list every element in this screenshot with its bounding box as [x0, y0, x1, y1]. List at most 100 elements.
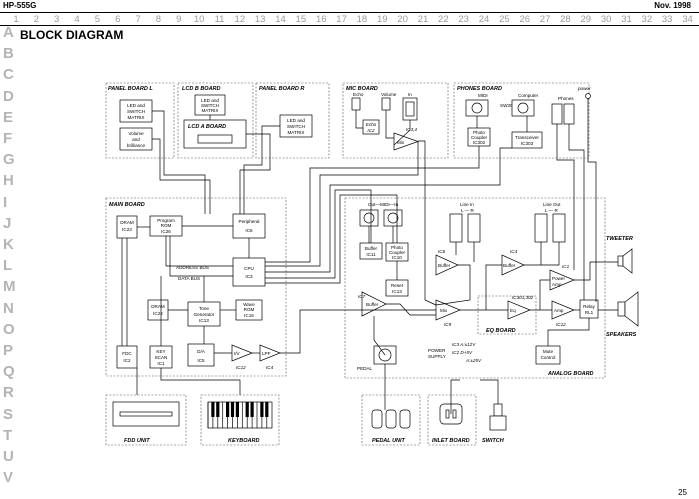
row-letter: V	[3, 469, 14, 487]
column-number: 8	[155, 14, 162, 25]
row-letter: U	[3, 448, 14, 465]
mic-mix-amp: Mix IC3,4	[393, 127, 420, 151]
mic-echo-label: Echo	[353, 92, 364, 97]
date: Nov. 1998	[654, 1, 691, 10]
column-number: 20	[397, 14, 408, 25]
midi-in-port-icon	[383, 209, 403, 227]
svg-text:IC12: IC12	[556, 322, 566, 327]
svg-text:I/V: I/V	[234, 351, 241, 356]
echo-knob-icon	[351, 97, 361, 118]
black-key	[265, 402, 269, 417]
column-number: 16	[315, 14, 327, 25]
svg-text:Power: Power	[552, 276, 565, 281]
midi-port-icon	[465, 99, 489, 117]
column-number: 32	[641, 14, 653, 25]
column-number: 5	[94, 14, 101, 25]
column-number: 4	[74, 14, 80, 25]
amp-ic12-amp: Amp IC12	[551, 300, 575, 327]
main-board-outline	[105, 197, 287, 377]
column-number: 13	[254, 14, 266, 25]
pedal-label: PEDAL	[357, 366, 373, 371]
black-key	[250, 402, 254, 417]
header-rule	[0, 12, 699, 13]
power-label: power	[578, 86, 591, 91]
black-key	[216, 402, 220, 417]
phones-board-label: PHONES BOARD	[457, 86, 502, 92]
power-amp-ic1: Power Amp IC1	[549, 264, 575, 291]
fdd-unit-outline	[105, 394, 187, 446]
row-letter: H	[3, 172, 14, 190]
svg-text:IC4: IC4	[266, 365, 274, 370]
panel-board-l-label: PANEL BOARD L	[108, 86, 153, 92]
mic-in-label: In	[408, 92, 412, 97]
column-number: 17	[336, 14, 347, 25]
speakers-label: SPEAKERS	[606, 332, 637, 338]
svg-text:Amp: Amp	[552, 282, 562, 287]
black-key	[245, 402, 249, 417]
line-out-label: Line Out	[543, 202, 561, 207]
svg-text:IC12: IC12	[236, 365, 246, 370]
column-number: 1	[13, 14, 19, 25]
inlet-board-label: INLET BOARD	[432, 438, 470, 444]
row-letter: K	[3, 236, 14, 253]
row-letter: E	[3, 108, 14, 126]
svg-text:Eq: Eq	[510, 308, 516, 313]
row-letter: C	[3, 66, 14, 84]
column-number: 21	[417, 14, 429, 25]
column-number: 31	[621, 14, 632, 25]
phones-jack-icon	[551, 103, 575, 125]
column-number: 18	[356, 14, 368, 25]
column-rule	[0, 25, 699, 26]
power-led-icon	[585, 93, 591, 110]
eq-amp: Eq IC301,302	[507, 295, 534, 320]
column-number: 3	[54, 14, 60, 25]
row-letter: J	[3, 214, 12, 232]
column-number: 11	[214, 14, 225, 25]
column-number: 24	[478, 14, 490, 25]
eq-board-block: EQ BOARD	[477, 295, 537, 335]
panel-board-r-outline	[255, 82, 330, 159]
main-board-label: MAIN BOARD	[109, 202, 145, 208]
column-number: 26	[519, 14, 531, 25]
column-number: 27	[539, 14, 551, 25]
column-number: 12	[234, 14, 246, 25]
row-letter: M	[3, 278, 16, 296]
pedal-unit-outline	[361, 394, 421, 446]
mic-board-label: MIC BOARD	[346, 86, 378, 92]
mic-board-outline	[342, 82, 449, 159]
page-title: BLOCK DIAGRAM	[20, 28, 124, 42]
volume-knob-icon	[381, 97, 391, 118]
column-number: 25	[499, 14, 510, 25]
line-out-lr-label: L — R	[545, 208, 559, 213]
